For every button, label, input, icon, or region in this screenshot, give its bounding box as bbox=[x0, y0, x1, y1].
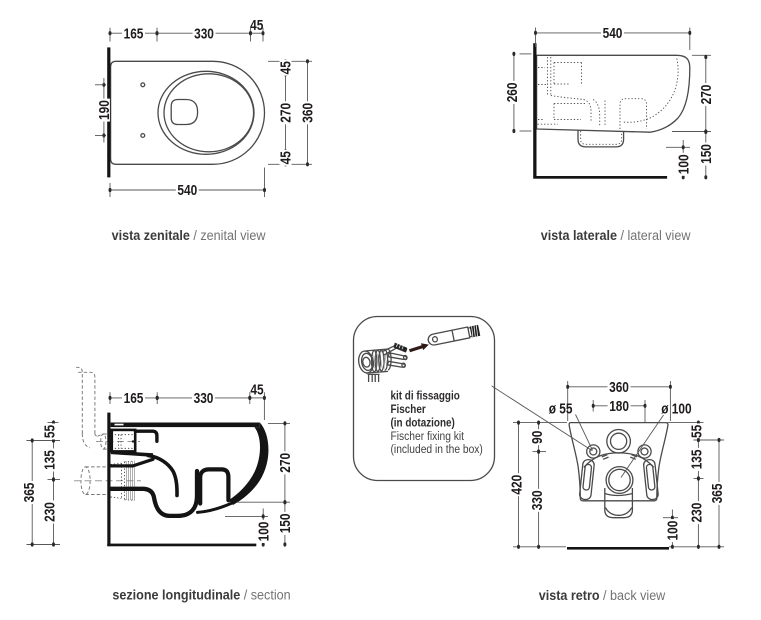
svg-text:Fischer: Fischer bbox=[391, 403, 427, 416]
svg-text:(in dotazione): (in dotazione) bbox=[391, 417, 456, 430]
svg-text:270: 270 bbox=[277, 453, 293, 473]
svg-text:330: 330 bbox=[194, 390, 214, 406]
svg-text:135: 135 bbox=[688, 449, 704, 469]
svg-text:100: 100 bbox=[664, 521, 680, 541]
svg-text:540: 540 bbox=[603, 25, 623, 41]
svg-text:150: 150 bbox=[698, 144, 714, 164]
svg-text:230: 230 bbox=[42, 502, 58, 522]
svg-text:270: 270 bbox=[278, 103, 294, 123]
svg-text:55: 55 bbox=[688, 425, 704, 438]
svg-text:vista zenitale / zenital view: vista zenitale / zenital view bbox=[112, 227, 266, 243]
svg-text:vista laterale / lateral view: vista laterale / lateral view bbox=[541, 227, 691, 243]
svg-text:540: 540 bbox=[177, 182, 197, 198]
svg-text:190: 190 bbox=[96, 100, 112, 120]
svg-text:90: 90 bbox=[529, 431, 545, 444]
svg-text:Fischer fixing kit: Fischer fixing kit bbox=[391, 430, 465, 443]
svg-text:365: 365 bbox=[709, 483, 725, 503]
svg-text:sezione longitudinale / sectio: sezione longitudinale / section bbox=[112, 587, 290, 603]
svg-text:230: 230 bbox=[688, 503, 704, 523]
svg-text:vista retro / back view: vista retro / back view bbox=[539, 588, 666, 604]
svg-text:165: 165 bbox=[124, 25, 144, 41]
svg-text:ø 55: ø 55 bbox=[549, 400, 573, 416]
svg-text:100: 100 bbox=[675, 154, 691, 174]
svg-text:ø 100: ø 100 bbox=[661, 400, 691, 416]
svg-text:(included in the box): (included in the box) bbox=[391, 444, 483, 457]
svg-text:365: 365 bbox=[21, 483, 37, 503]
svg-text:kit di fissaggio: kit di fissaggio bbox=[391, 390, 461, 403]
svg-text:260: 260 bbox=[504, 82, 520, 102]
svg-text:55: 55 bbox=[42, 425, 58, 438]
svg-text:100: 100 bbox=[255, 522, 271, 542]
svg-text:150: 150 bbox=[277, 513, 293, 533]
svg-text:360: 360 bbox=[300, 103, 316, 123]
svg-text:360: 360 bbox=[609, 379, 629, 395]
svg-text:45: 45 bbox=[250, 17, 263, 33]
svg-text:135: 135 bbox=[42, 450, 58, 470]
svg-text:45: 45 bbox=[250, 382, 263, 398]
svg-text:330: 330 bbox=[194, 25, 214, 41]
svg-text:165: 165 bbox=[124, 390, 144, 406]
svg-text:270: 270 bbox=[698, 85, 714, 105]
svg-text:45: 45 bbox=[278, 151, 294, 164]
svg-text:420: 420 bbox=[509, 475, 525, 495]
svg-text:180: 180 bbox=[609, 398, 629, 414]
svg-text:330: 330 bbox=[529, 490, 545, 510]
svg-text:45: 45 bbox=[278, 61, 294, 74]
